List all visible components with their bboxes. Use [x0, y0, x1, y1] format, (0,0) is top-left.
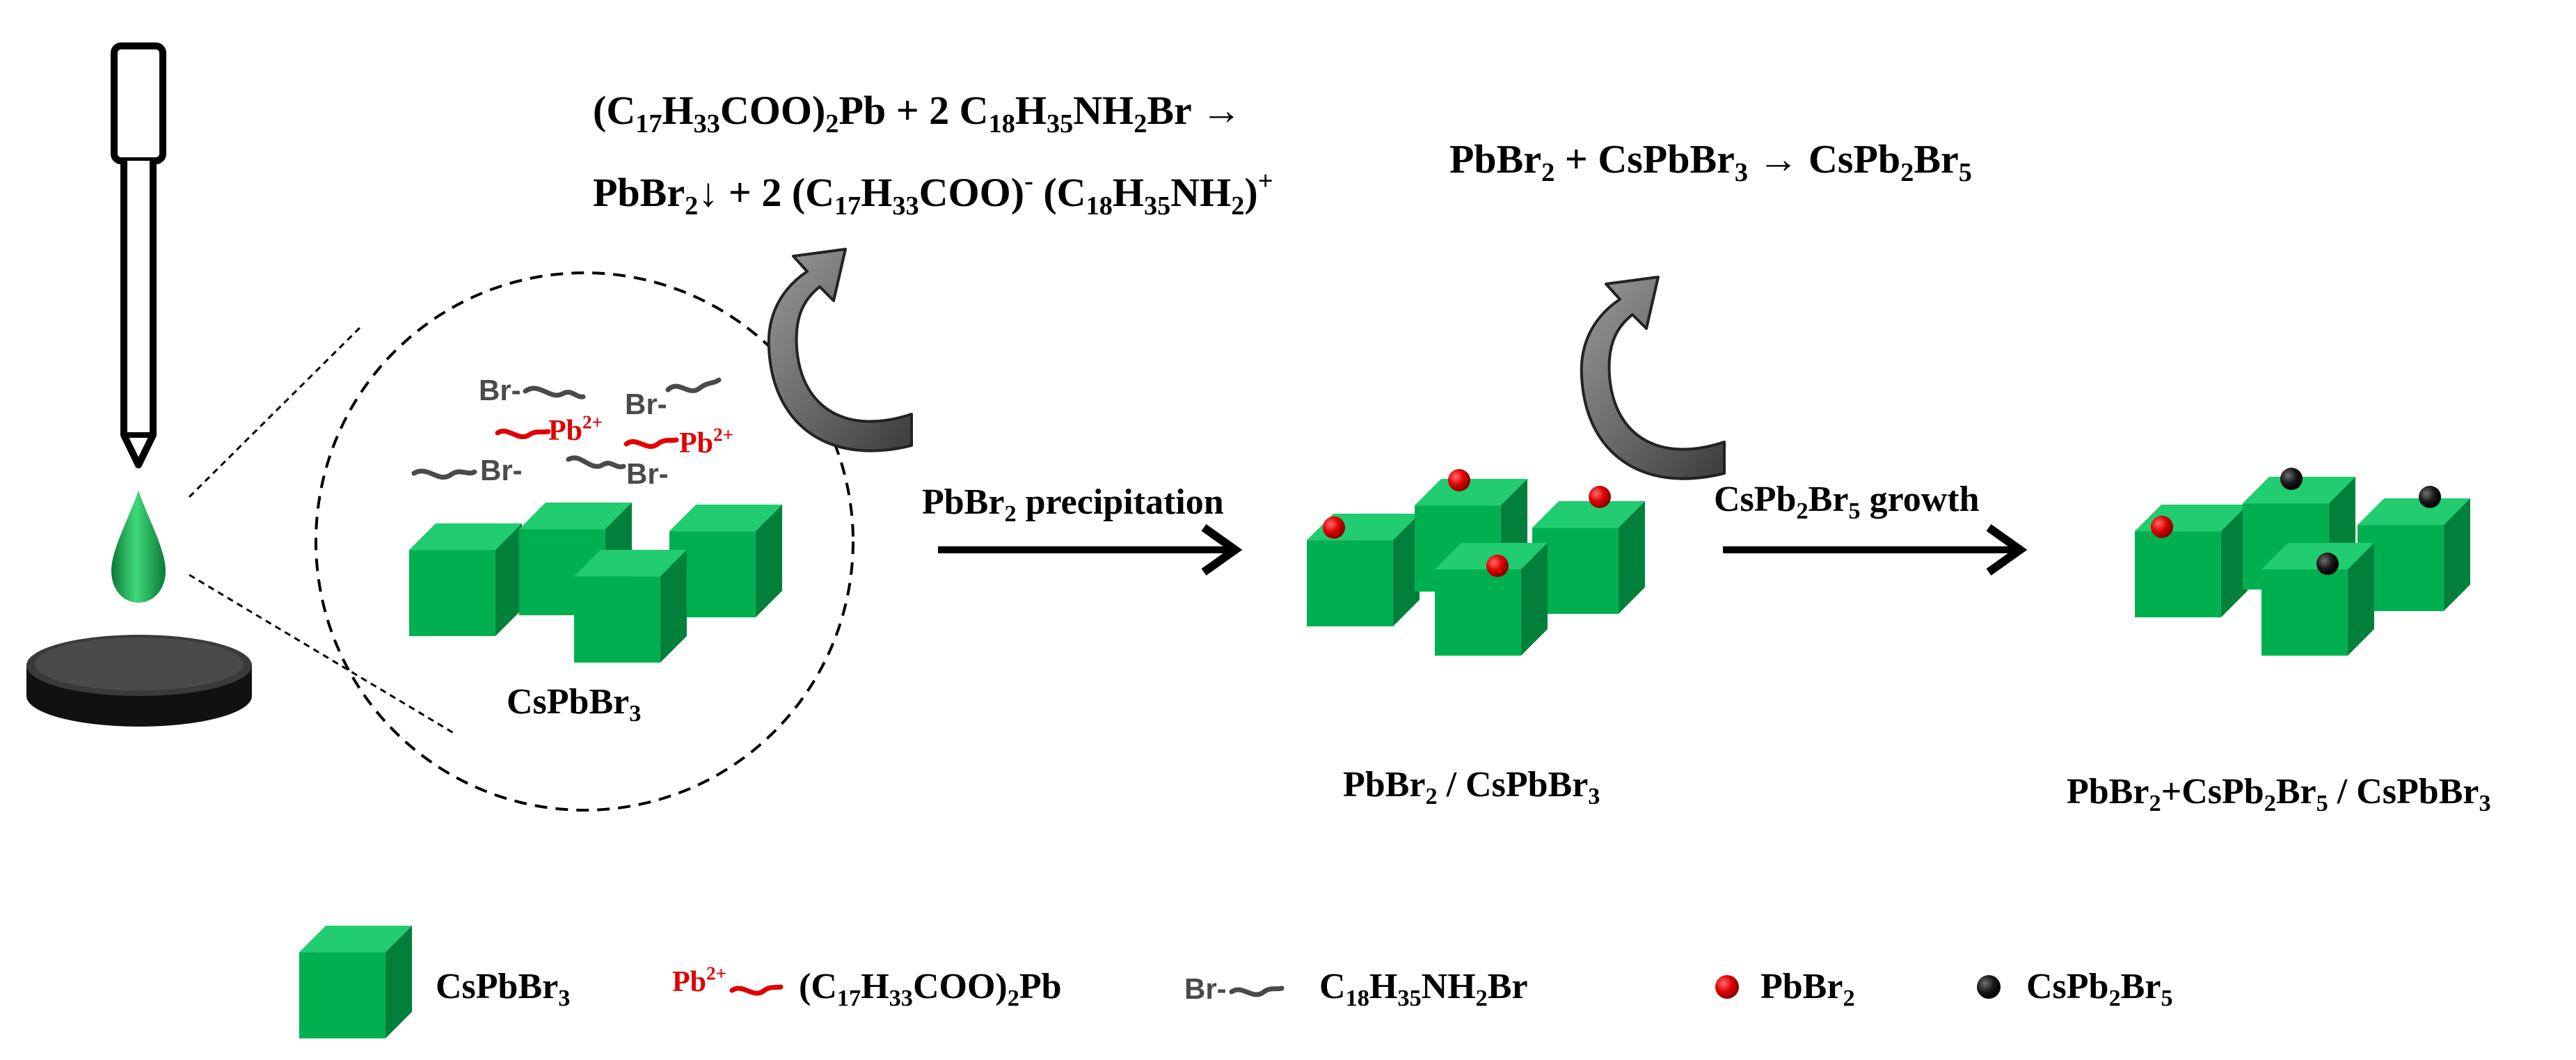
legend-red-dot-label: PbBr2 — [1760, 967, 1855, 1011]
br-ion-label: Br- — [626, 457, 669, 490]
br-ligand-3 — [411, 468, 477, 480]
dropper-icon — [111, 42, 166, 468]
substrate-disk-icon — [26, 635, 252, 727]
cspb2br5-dot — [2316, 553, 2339, 575]
legend-graphics — [299, 926, 2001, 1038]
arrow-precipitation-icon — [938, 524, 1243, 576]
br-ligand-2 — [665, 377, 722, 393]
zoom-line-bottom — [189, 573, 456, 736]
br-ion-label: Br- — [625, 388, 667, 420]
legend-pb-label: (C17H33COO)2Pb — [799, 967, 1062, 1011]
mid-cube-cluster — [1307, 469, 1645, 656]
pb-ion-label: Pb2+ — [548, 411, 603, 447]
arrow-growth-icon — [1723, 524, 2028, 576]
equation-2: PbBr2 + CsPbBr3 → CsPb2Br5 — [1449, 136, 1972, 188]
br-ion-label: Br- — [479, 374, 521, 406]
cspb2br5-dot — [2280, 468, 2303, 490]
right-cube-1 — [2135, 505, 2248, 617]
pbbr2-dot — [1589, 486, 1611, 508]
inset-cube-4 — [574, 550, 687, 663]
pb-ion-label: Pb2+ — [679, 424, 734, 459]
inset-circle — [315, 271, 854, 812]
stage-3-label: PbBr2+CsPb2Br5 / CsPbBr3 — [2067, 772, 2491, 816]
cspb2br5-dot — [2419, 486, 2441, 508]
equation-1-line-2: PbBr2↓ + 2 (C17H33COO)- (C18H35NH2)+ — [593, 166, 1273, 221]
legend-black-dot-icon — [1977, 975, 2001, 999]
legend-black-dot-label: CsPb2Br5 — [2026, 967, 2173, 1011]
pb-ligand-2 — [623, 437, 679, 449]
stage-2-label: PbBr2 / CsPbBr3 — [1343, 765, 1600, 809]
legend-pb-icon-label: Pb2+ — [672, 963, 727, 998]
pbbr2-dot — [1486, 555, 1509, 577]
step-precipitation-label: PbBr2 precipitation — [922, 482, 1224, 527]
pbbr2-dot — [1323, 516, 1345, 539]
right-cube-3 — [2358, 498, 2470, 611]
mid-cube-3 — [1532, 501, 1645, 614]
curved-arrow-2-icon — [1580, 276, 1726, 480]
br-ligand-1 — [523, 386, 586, 400]
step-growth-label: CsPb2Br5 growth — [1714, 480, 1980, 524]
pbbr2-dot — [1448, 469, 1470, 491]
inset-cube-cluster — [409, 503, 782, 663]
legend-br-ligand-icon — [1229, 986, 1285, 997]
pbbr2-dot — [2151, 516, 2173, 538]
inset-cspbbr3-label: CsPbBr3 — [507, 682, 642, 727]
right-cube-cluster — [2135, 468, 2470, 656]
legend-br-label: C18H35NH2Br — [1319, 967, 1528, 1011]
pb-ligand-1 — [495, 429, 551, 439]
legend-br-icon-label: Br- — [1184, 972, 1227, 1005]
curved-arrow-1-icon — [767, 248, 913, 452]
equation-1-line-1: (C17H33COO)2Pb + 2 C18H35NH2Br → — [593, 88, 1242, 139]
br-ligand-4 — [566, 455, 626, 470]
zoom-line-top — [188, 324, 363, 498]
br-ion-label: Br- — [480, 454, 523, 487]
pb-ligands — [495, 429, 679, 449]
droplet-icon — [111, 491, 166, 603]
inset-cube-1 — [409, 523, 522, 636]
legend-red-dot-icon — [1715, 975, 1739, 999]
legend-cube-label: CsPbBr3 — [436, 967, 571, 1011]
br-ligands — [411, 377, 722, 480]
legend-pb-ligand-icon — [729, 984, 784, 996]
legend-cube-icon — [299, 926, 412, 1038]
